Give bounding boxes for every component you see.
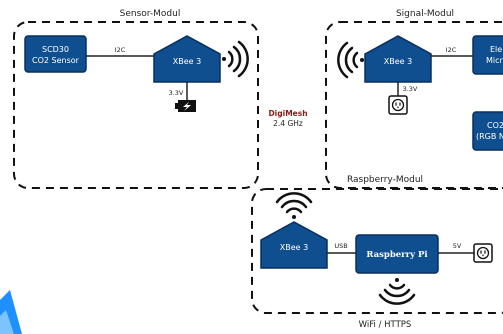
co2-sensor-label: CO2 Sensor: [32, 56, 80, 65]
raspberry-xbee-box: [260, 221, 328, 269]
signal-co2-rgb-box: [472, 111, 503, 151]
battery-icon: [175, 100, 196, 112]
raspberry-voltage-label: 5V: [453, 242, 462, 250]
raspberry-module-border: [251, 188, 503, 314]
sensor-module: Sensor-Modul SCD30 CO2 Sensor I2C XBee 3…: [13, 9, 259, 189]
signal-i2c-label: I2C: [446, 46, 457, 54]
wifi-up-icon: [275, 192, 313, 219]
sensor-xbee-label: XBee 3: [173, 57, 201, 66]
signal-co2-label-2: (RGB N: [476, 132, 503, 141]
power-outlet-icon: [473, 243, 493, 263]
signal-electronics-label-1: Ele: [490, 45, 502, 54]
sensor-module-border: [13, 21, 259, 189]
signal-co2-label-1: CO2: [487, 121, 503, 130]
corner-accent-decoration-light: [0, 310, 14, 334]
sensor-i2c-label: I2C: [115, 46, 126, 54]
signal-voltage-label: 3.3V: [403, 85, 418, 93]
raspberry-footer-label: WiFi / HTTPS: [359, 320, 412, 330]
wifi-down-icon: [378, 278, 416, 305]
power-outlet-icon: [388, 95, 408, 115]
signal-xbee-label: XBee 3: [384, 57, 412, 66]
signal-electronics-label-2: Micr: [486, 56, 503, 65]
raspberry-module-title: Raspberry-Modul: [347, 175, 423, 185]
sensor-xbee-box: [153, 35, 221, 83]
raspberry-module: Raspberry-Modul XBee 3 USB Raspberry Pi …: [251, 175, 503, 330]
raspberry-pi-box: [355, 234, 439, 274]
sensor-voltage-label: 3.3V: [169, 89, 184, 97]
wifi-left-icon: [337, 41, 364, 79]
signal-xbee-box: [364, 35, 432, 83]
sensor-module-title: Sensor-Modul: [120, 9, 181, 19]
signal-electronics-box: [472, 35, 503, 75]
mesh-protocol-label: DigiMesh: [268, 109, 307, 118]
scd30-sensor-box: [24, 35, 87, 73]
raspberry-pi-label: Raspberry Pi: [366, 250, 428, 260]
signal-module-title: Signal-Modul: [396, 9, 454, 19]
mesh-frequency-label: 2.4 GHz: [273, 119, 303, 128]
raspberry-xbee-label: XBee 3: [280, 243, 308, 252]
usb-label: USB: [334, 242, 347, 250]
wifi-right-icon: [222, 40, 249, 78]
scd30-label: SCD30: [42, 45, 69, 54]
signal-module: Signal-Modul XBee 3 I2C Ele Micr CO2 (RG…: [325, 9, 503, 189]
